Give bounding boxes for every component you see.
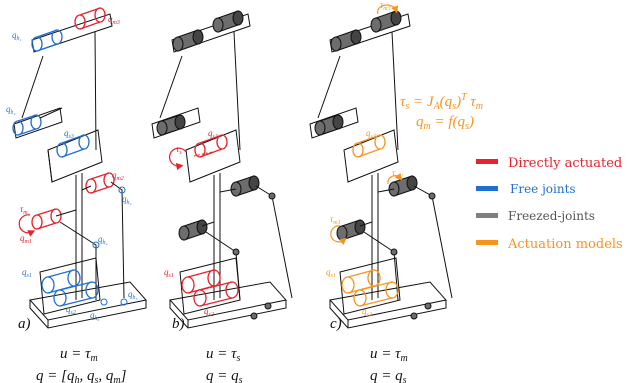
joint-qm2-cylinder xyxy=(85,172,115,194)
joint-qh2-cylinder xyxy=(12,114,42,136)
label-qs3-c: qs3 xyxy=(366,128,376,140)
label-qh6: qh₆ xyxy=(90,310,100,322)
panel-label-a: a) xyxy=(18,316,31,332)
joint-qs2-cylinder xyxy=(53,281,99,307)
legend-label-frozen: Freezed-joints xyxy=(508,209,595,223)
tau-m2-arrow xyxy=(387,172,403,185)
label-qs3-b: qs3 xyxy=(208,128,218,140)
label-qh4: qh₄ xyxy=(98,234,108,246)
formula-line2: qm = f(qs) xyxy=(416,114,474,132)
joint-qs3-cylinder xyxy=(56,134,90,158)
legend-swatch-model xyxy=(476,240,498,245)
joint-qm1-cylinder xyxy=(31,208,62,230)
formula-line1: τs = JA(qs)T τm xyxy=(400,92,483,112)
legend-swatch-frozen xyxy=(476,213,498,218)
legend-label-free: Free joints xyxy=(510,182,576,196)
label-tau-m1: τm₁ xyxy=(20,204,30,216)
legend-swatch-actuated xyxy=(476,159,498,164)
legend-label-model: Actuation models xyxy=(507,237,623,252)
eq-q-a: q = [qh, qs, qm] xyxy=(36,368,127,383)
label-qm3: qm3 xyxy=(108,14,120,26)
label-qs1: qs1 xyxy=(22,267,32,279)
panel-c xyxy=(309,10,453,329)
label-qs1-b: qs1 xyxy=(164,267,174,279)
tau-m3-arrow xyxy=(377,4,399,15)
label-tau-s: τs xyxy=(176,144,182,156)
eq-u-c: u = τm xyxy=(370,346,408,364)
panel-label-b: b) xyxy=(172,316,185,332)
label-qh5: qh₅ xyxy=(128,289,138,301)
legend-label-actuated: Directly actuated xyxy=(508,156,622,171)
eq-u-a: u = τm xyxy=(60,346,98,364)
frozen-cylinder xyxy=(172,10,244,52)
label-tau-m1-c: τm1 xyxy=(330,214,341,226)
eq-q-c: q = qs xyxy=(370,368,407,383)
legend: Directly actuated Free joints Freezed-jo… xyxy=(476,156,623,252)
label-qs3: qs3 xyxy=(64,128,74,140)
label-tau-m2: τm2 xyxy=(392,168,403,180)
panel-b xyxy=(151,10,293,329)
joint-qh1-cylinder xyxy=(31,29,63,52)
panel-a xyxy=(12,7,147,329)
label-qm2: qm2 xyxy=(112,170,124,182)
eq-q-b: q = qs xyxy=(206,368,243,383)
tau-s-arrow xyxy=(169,147,187,171)
label-qh2: qh₂ xyxy=(6,104,16,116)
tau-m1-arrow xyxy=(18,214,36,237)
legend-swatch-free xyxy=(476,186,498,191)
label-qs1-c: qs1 xyxy=(326,267,336,279)
joint-qm3-cylinder xyxy=(74,7,106,30)
label-qh3: qh₃ xyxy=(122,194,132,206)
label-tau-m3: τm3 xyxy=(380,0,391,12)
label-qs2-c: qs2 xyxy=(362,306,372,318)
panel-label-c: c) xyxy=(330,316,342,332)
label-qm1: qm1 xyxy=(20,233,32,245)
label-qs2: qs2 xyxy=(66,304,76,316)
label-qh1: qh₁ xyxy=(12,30,22,42)
label-qs2-b: qs2 xyxy=(204,306,214,318)
eq-u-b: u = τs xyxy=(206,346,241,364)
tau-m1-c-arrow xyxy=(330,225,347,246)
